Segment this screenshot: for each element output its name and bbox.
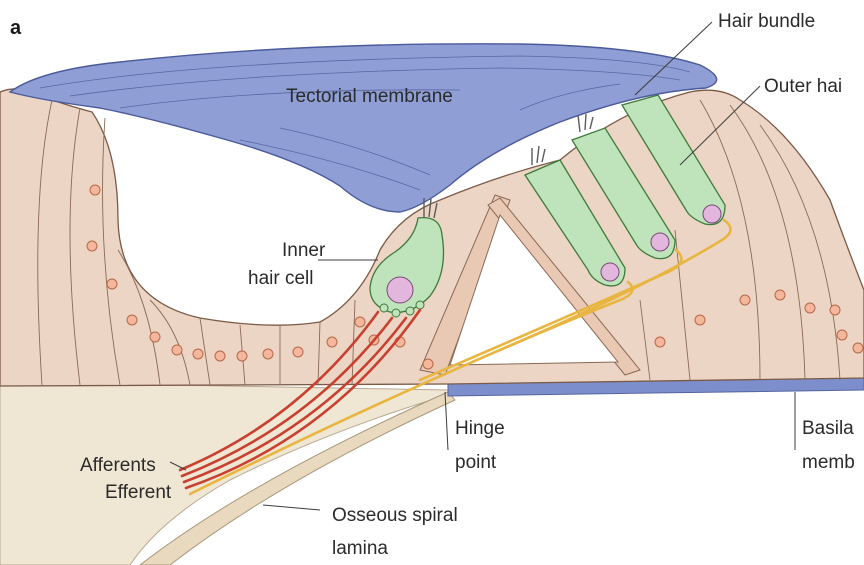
label-osseous-2: lamina xyxy=(332,538,388,559)
label-tectorial-membrane: Tectorial membrane xyxy=(286,86,453,107)
label-afferents: Afferents xyxy=(80,455,156,476)
label-inner-hair-1: Inner xyxy=(282,240,326,261)
panel-letter: a xyxy=(10,17,22,39)
label-inner-hair-2: hair cell xyxy=(248,268,313,289)
label-osseous-1: Osseous spiral xyxy=(332,505,458,526)
label-hair-bundle: Hair bundle xyxy=(718,11,815,32)
label-basilar-2: memb xyxy=(802,452,855,473)
label-basilar-1: Basila xyxy=(802,418,854,439)
label-efferent: Efferent xyxy=(105,482,172,503)
label-hinge-1: Hinge xyxy=(455,418,505,439)
label-outer-hair: Outer hai xyxy=(764,76,842,97)
label-hinge-2: point xyxy=(455,452,497,473)
